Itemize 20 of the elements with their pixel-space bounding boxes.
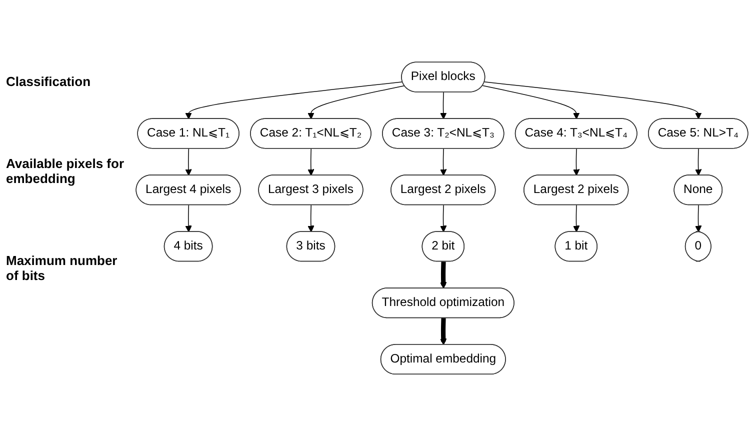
arrow [695,204,702,232]
arrow [440,318,447,345]
arrow [308,85,405,120]
row-label: Maximum number of bits [6,252,118,282]
arrow [308,204,314,232]
arrow [185,148,192,176]
arrow [695,148,702,176]
arrow [572,148,580,176]
arrow [308,148,314,176]
arrow [440,261,447,288]
arrow [484,81,702,120]
arrow [572,204,580,232]
row-label: Available pixels for embedding [6,156,126,186]
arrow [440,204,447,232]
row-label: Classification [6,74,92,88]
arrow [440,92,447,120]
arrow [185,81,403,120]
arrow [482,85,580,120]
arrow [185,204,192,232]
arrow [440,148,447,176]
